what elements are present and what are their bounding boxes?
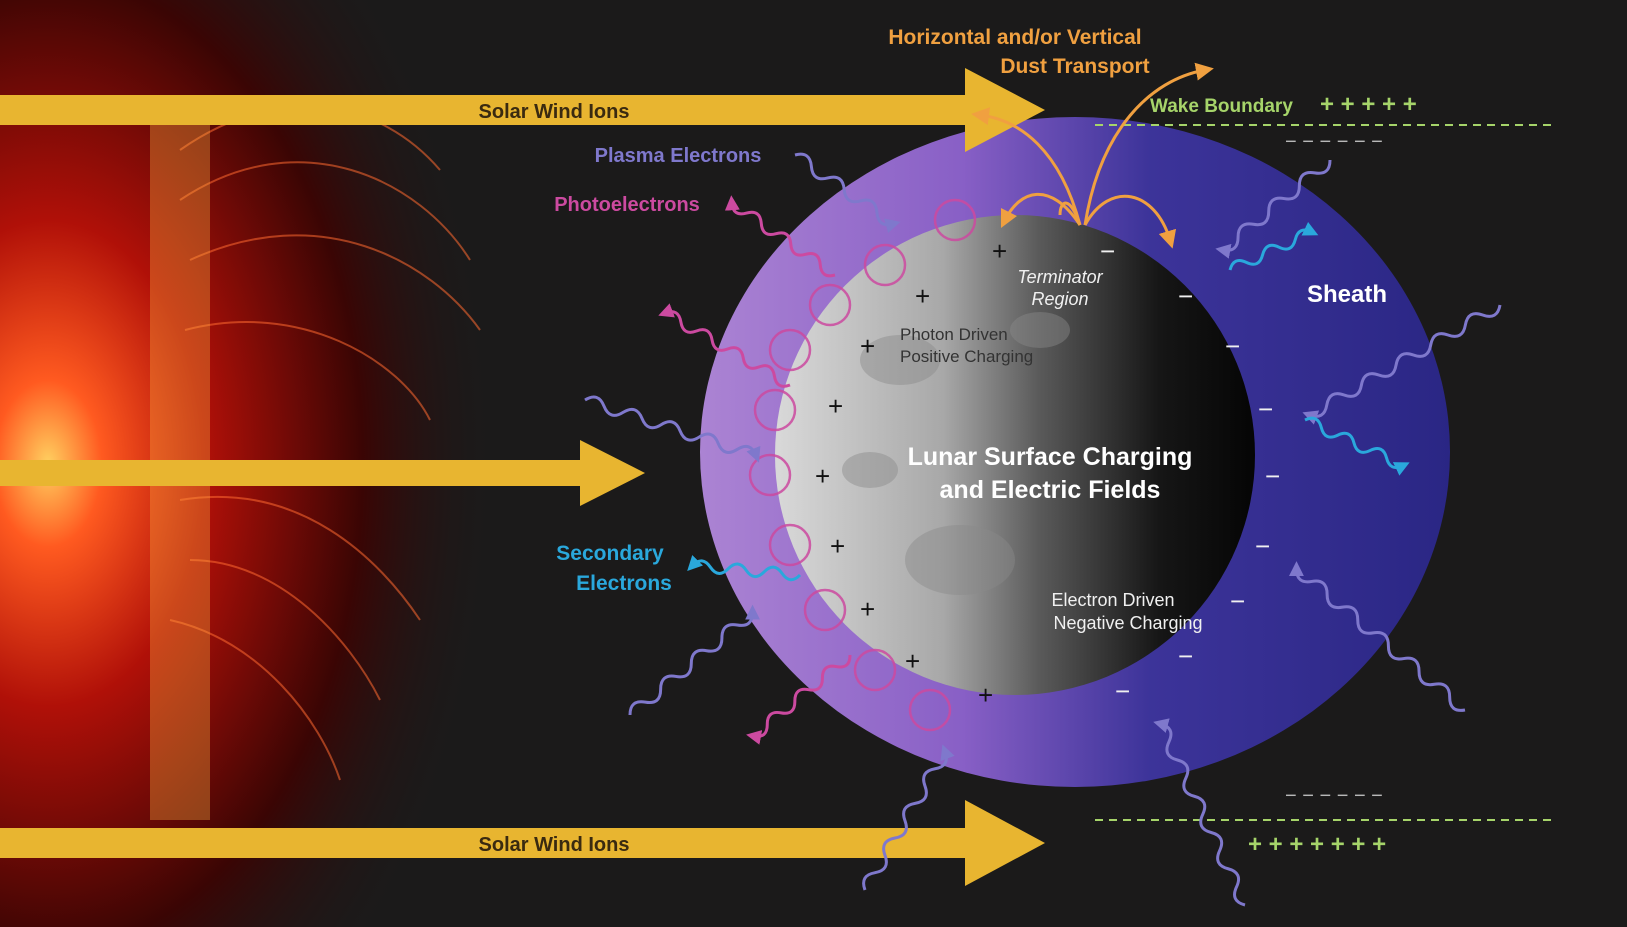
electron-charging-label-line2: Negative Charging: [1053, 613, 1202, 633]
solar-wind-arrow-middle: [0, 440, 645, 506]
dust-transport-arrows: [971, 62, 1214, 249]
plus-sign: +: [860, 594, 875, 624]
diagram-title-line2: and Electric Fields: [940, 476, 1161, 504]
sheath-label: Sheath: [1307, 281, 1387, 308]
electron-charging-label-line1: Electron Driven: [1051, 590, 1174, 610]
minus-sign: −: [1115, 676, 1130, 706]
wake-plus-row-bottom: + + + + + + +: [1248, 831, 1386, 858]
secondary-electrons-label-line1: Secondary: [556, 542, 664, 565]
dust-transport-label-line2: Dust Transport: [1000, 55, 1149, 78]
terminator-label-line1: Terminator: [1017, 267, 1103, 287]
minus-sign: −: [1255, 531, 1270, 561]
minus-sign: −: [1178, 281, 1193, 311]
photoelectron-waves: [658, 195, 852, 745]
minus-sign: −: [1265, 461, 1280, 491]
minus-sign: −: [1100, 236, 1115, 266]
wake-boundary-label: Wake Boundary: [1150, 96, 1293, 117]
wake-minus-row-bottom: − − − − − −: [1285, 785, 1383, 807]
solar-wind-label-bottom: Solar Wind Ions: [479, 834, 630, 856]
positive-charges: + + + + + + + + +: [815, 236, 1007, 710]
plus-sign: +: [992, 236, 1007, 266]
minus-sign: −: [1230, 586, 1245, 616]
solar-wind-arrow-bottom: [0, 800, 1045, 886]
plus-sign: +: [828, 391, 843, 421]
photon-charging-label-line2: Positive Charging: [900, 347, 1033, 366]
secondary-electron-waves: [687, 221, 1410, 582]
solar-wind-label-top: Solar Wind Ions: [479, 101, 630, 123]
plus-sign: +: [978, 680, 993, 710]
minus-sign: −: [1178, 641, 1193, 671]
secondary-electrons-label-line2: Electrons: [576, 572, 672, 595]
negative-charges: − − − − − − − − −: [1100, 236, 1280, 706]
plus-sign: +: [830, 531, 845, 561]
photoelectron-loops: [748, 198, 977, 732]
photoelectrons-label: Photoelectrons: [554, 194, 700, 216]
diagram-title-line1: Lunar Surface Charging: [908, 443, 1193, 471]
wake-minus-row-top: − − − − − −: [1285, 131, 1383, 153]
plus-sign: +: [915, 281, 930, 311]
dust-transport-label-line1: Horizontal and/or Vertical: [888, 26, 1141, 49]
minus-sign: −: [1225, 331, 1240, 361]
minus-sign: −: [1258, 394, 1273, 424]
terminator-label-line2: Region: [1031, 289, 1088, 309]
solar-wind-arrow-top: [0, 68, 1045, 152]
plus-sign: +: [815, 461, 830, 491]
moon-craters: [842, 312, 1070, 595]
moon: [775, 215, 1255, 695]
photon-charging-label-line1: Photon Driven: [900, 325, 1008, 344]
plasma-electrons-label: Plasma Electrons: [595, 145, 762, 167]
plus-sign: +: [905, 646, 920, 676]
plasma-electron-waves: [584, 152, 1502, 907]
wake-plus-row-top: + + + + +: [1320, 91, 1417, 118]
plus-sign: +: [860, 331, 875, 361]
